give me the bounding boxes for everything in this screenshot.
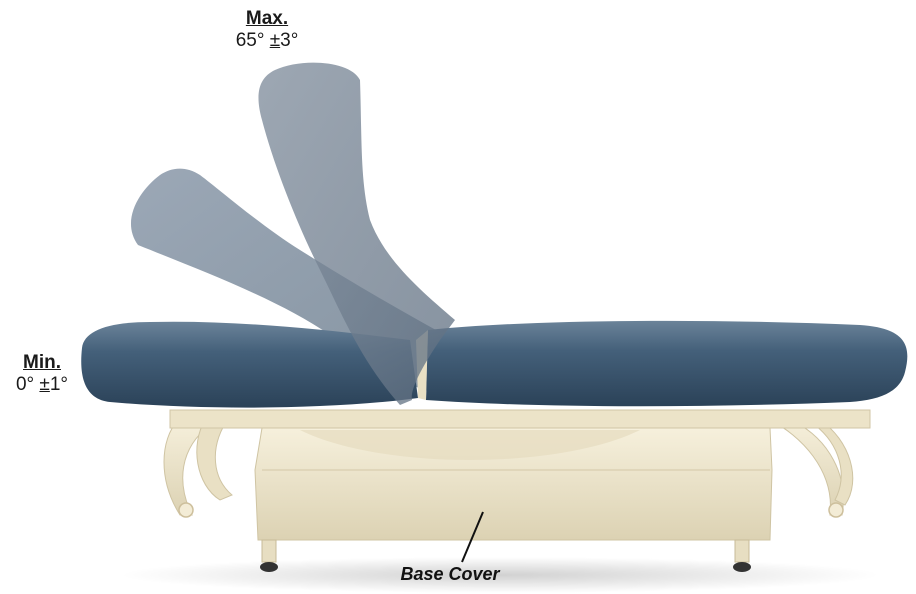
- min-angle-title: Min.: [2, 352, 82, 374]
- min-angle-label: Min. 0° ±1°: [2, 352, 82, 396]
- min-angle-value: 0° ±1°: [2, 374, 82, 396]
- max-angle-plusminus: ±: [270, 30, 280, 51]
- min-angle-plusminus: ±: [39, 374, 49, 395]
- min-angle-tolerance: 1°: [50, 374, 68, 395]
- table-frame: [164, 410, 870, 572]
- max-angle-title: Max.: [222, 8, 312, 30]
- base-cover-label: Base Cover: [360, 564, 540, 585]
- min-angle-degrees: 0°: [16, 374, 39, 395]
- max-angle-tolerance: 3°: [280, 30, 298, 51]
- max-angle-value: 65° ±3°: [222, 30, 312, 52]
- table-pads: [81, 321, 907, 408]
- max-angle-degrees: 65°: [236, 30, 270, 51]
- max-angle-label: Max. 65° ±3°: [222, 8, 312, 52]
